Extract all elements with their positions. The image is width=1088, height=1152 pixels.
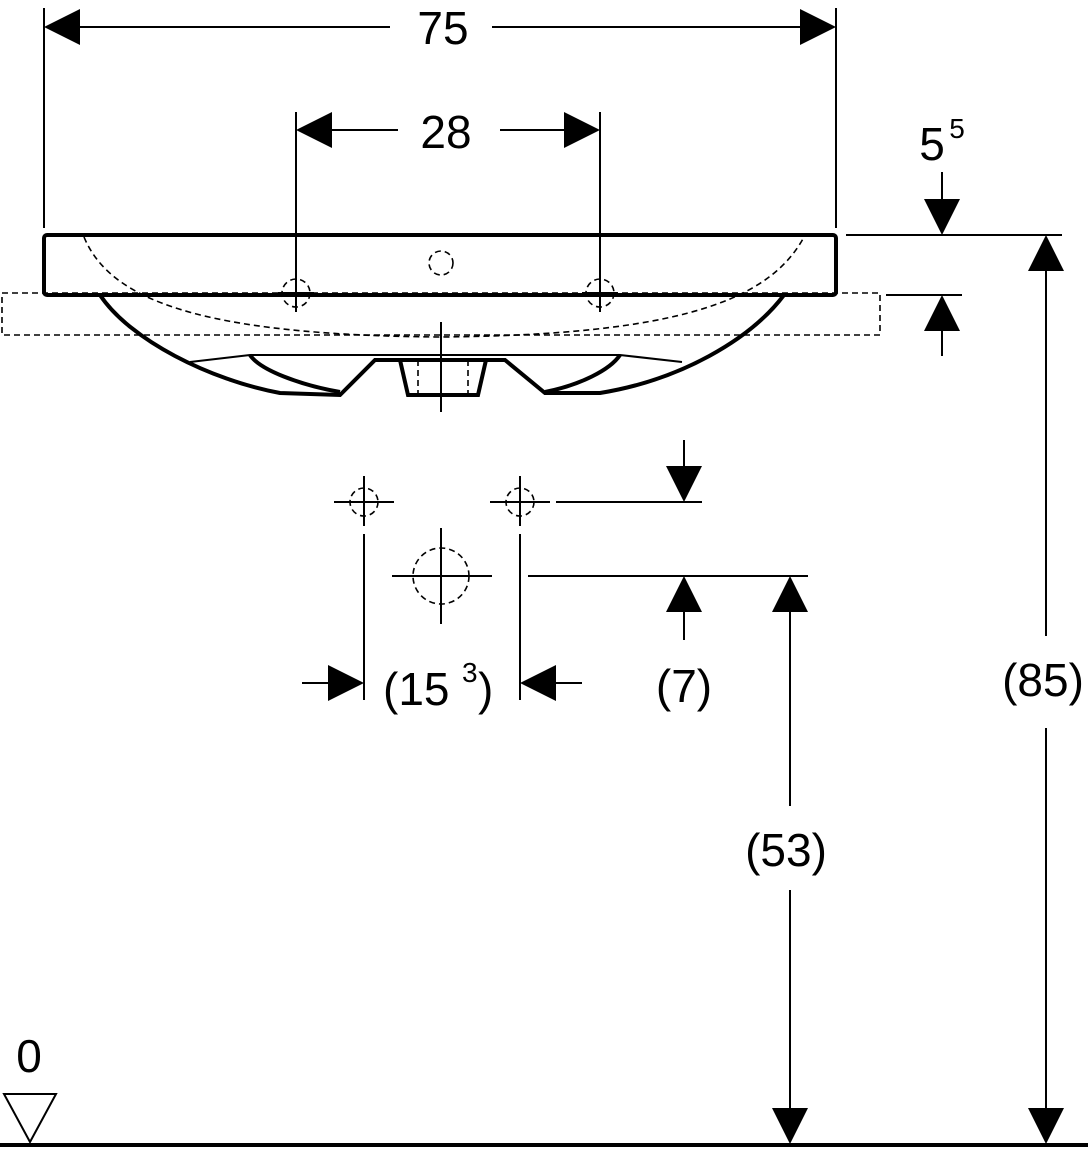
arrow-down-icon <box>924 199 960 235</box>
arrow-up-icon <box>924 295 960 331</box>
waste-point <box>392 528 492 624</box>
tap-hole-left <box>278 276 314 312</box>
rim-height-dimension: (85) <box>1002 235 1084 1144</box>
waste-height-dimension: (53) <box>745 576 827 1144</box>
level-triangle-icon <box>2 1093 58 1145</box>
arrow-right-icon <box>800 9 836 45</box>
basin-rim <box>42 233 838 297</box>
tap-hole-spacing-dimension: 28 <box>295 106 601 300</box>
waste-height-label: (53) <box>745 824 827 876</box>
wall-connection-points <box>334 476 550 624</box>
supply-point-left <box>334 476 394 526</box>
waste-spacing-label: (15 <box>383 663 449 715</box>
arrow-down-icon <box>1028 1108 1064 1144</box>
arrow-right-icon <box>328 665 364 701</box>
rim-height-label: (85) <box>1002 654 1084 706</box>
tap-hole-right <box>582 276 618 312</box>
arrow-up-icon <box>666 576 702 612</box>
overall-width-dimension: 75 <box>43 2 837 228</box>
overflow-hole <box>428 250 454 276</box>
floor-level: 0 <box>0 1030 1088 1147</box>
arrow-right-icon <box>564 112 600 148</box>
waste-spacing-close: ) <box>478 663 493 715</box>
waste-outlet <box>398 359 488 397</box>
waste-spacing-superscript: 3 <box>462 657 478 688</box>
overall-width-label: 75 <box>417 2 468 54</box>
rim-thickness-superscript: 5 <box>949 113 965 144</box>
arrow-up-icon <box>772 576 808 612</box>
arrow-up-icon <box>1028 235 1064 271</box>
waste-spacing-dimension: (15 3 ) <box>302 534 582 715</box>
arrow-down-icon <box>772 1108 808 1144</box>
arrow-left-icon <box>44 9 80 45</box>
arrow-down-icon <box>666 466 702 502</box>
arrow-left-icon <box>520 665 556 701</box>
basin-front-view <box>1 233 881 412</box>
floor-level-label: 0 <box>16 1030 42 1082</box>
rim-thickness-dimension: 5 5 <box>846 113 1062 356</box>
waste-offset-label: (7) <box>656 660 712 712</box>
bowl-inner-outline <box>83 236 805 338</box>
supply-point-right <box>490 476 550 526</box>
rim-thickness-label: 5 <box>919 118 945 170</box>
arrow-left-icon <box>296 112 332 148</box>
waste-offset-dimension: (7) <box>528 440 808 712</box>
tap-hole-spacing-label: 28 <box>420 106 471 158</box>
